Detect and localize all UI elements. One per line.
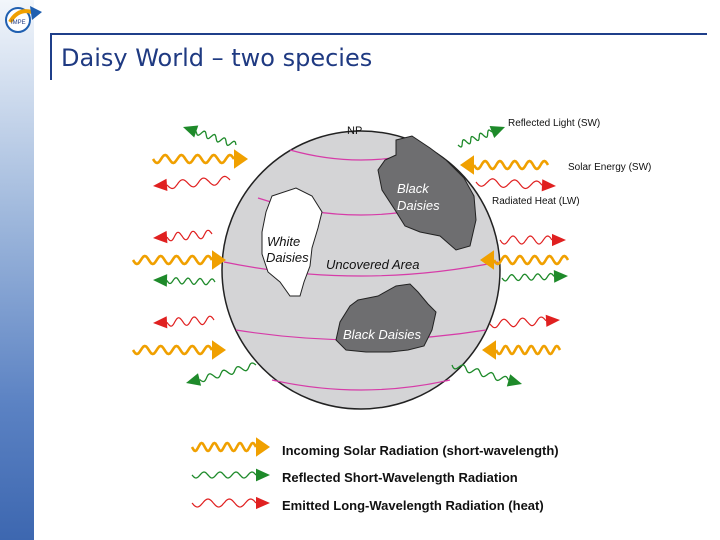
black-daisies-top-label-line1: Black (397, 181, 430, 196)
legend-incoming-label: Incoming Solar Radiation (short-waveleng… (282, 443, 559, 458)
reflected-light-label: Reflected Light (SW) (508, 118, 600, 129)
legend-emitted-arrow (191, 496, 270, 510)
legend-emitted-label: Emitted Long-Wavelength Radiation (heat) (282, 498, 544, 513)
uncovered-area-label: Uncovered Area (326, 257, 419, 272)
legend: Incoming Solar Radiation (short-waveleng… (190, 437, 559, 513)
legend-reflected-arrow (191, 468, 270, 482)
reflected-arrow (183, 125, 237, 147)
reflected-arrow (451, 364, 522, 387)
reflected-arrow (153, 274, 216, 287)
slide-title: Daisy World – two species (61, 44, 373, 72)
legend-reflected-label: Reflected Short-Wavelength Radiation (282, 470, 518, 485)
pole-label: NP (347, 125, 362, 137)
incoming-arrow (151, 149, 248, 169)
black-daisies-bottom-patch (335, 283, 437, 353)
left-accent-bar (0, 0, 34, 540)
institution-logo-icon: IMPE (5, 6, 42, 33)
white-daisies-label-line2: Daisies (266, 250, 309, 265)
svg-text:IMPE: IMPE (11, 20, 26, 26)
incoming-arrow (482, 340, 562, 360)
radiated-heat-label: Radiated Heat (LW) (492, 196, 580, 207)
black-daisies-top-patch (377, 135, 477, 251)
emitted-arrow (153, 315, 215, 329)
legend-incoming-arrow (190, 437, 270, 457)
incoming-arrow (480, 250, 570, 270)
radiation-arrows (131, 125, 570, 387)
reflected-arrow (501, 270, 568, 283)
black-daisies-bottom-label: Black Daisies (343, 327, 422, 342)
reflected-arrow (457, 126, 505, 148)
emitted-arrow (499, 233, 566, 247)
emitted-arrow (489, 314, 560, 329)
title-frame (50, 33, 707, 80)
incoming-arrow (460, 155, 550, 175)
white-daisies-patch (261, 187, 323, 297)
white-daisies-label-line1: White (267, 234, 300, 249)
solar-energy-label: Solar Energy (SW) (568, 162, 651, 173)
incoming-arrow (131, 340, 226, 360)
emitted-arrow (153, 175, 231, 191)
emitted-arrow (475, 178, 556, 192)
incoming-arrow (131, 250, 226, 270)
emitted-arrow (153, 229, 213, 244)
black-daisies-top-label-line2: Daisies (397, 198, 440, 213)
reflected-arrow (186, 362, 257, 386)
